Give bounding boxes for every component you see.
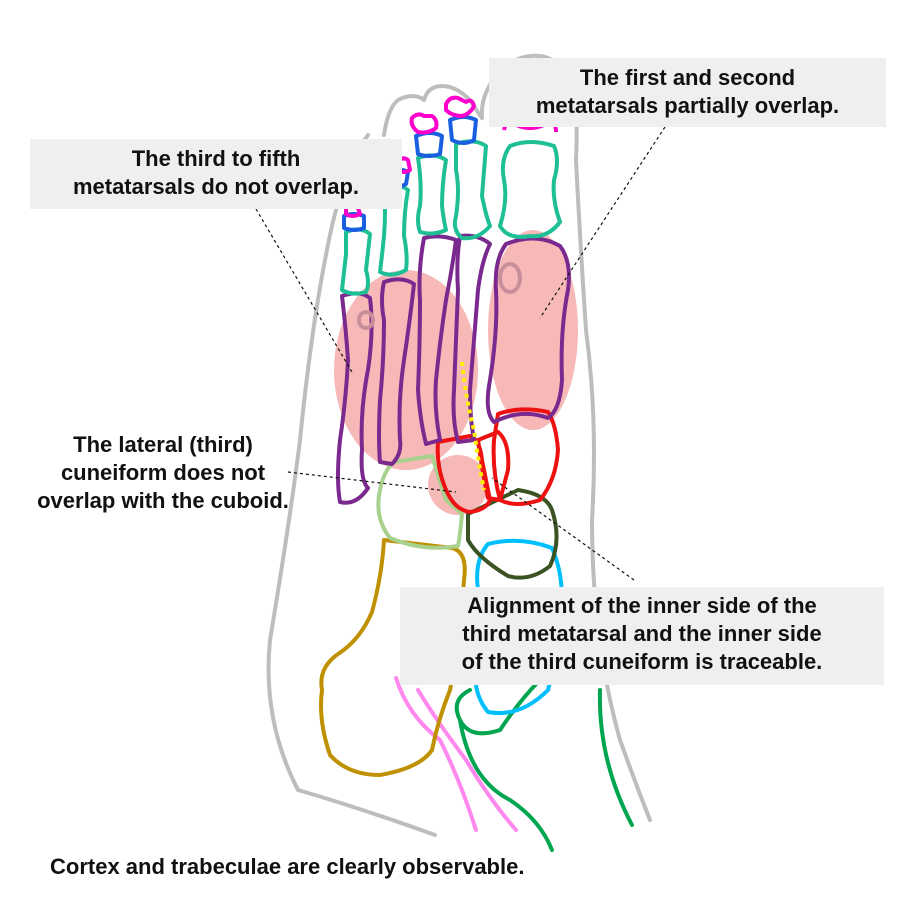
distal-phalanx-2 bbox=[444, 95, 476, 118]
leader-alignment bbox=[491, 477, 635, 581]
middle-phalanx-2 bbox=[448, 115, 478, 145]
metatarsal-1 bbox=[485, 236, 571, 424]
proximal-phalanx-1 bbox=[498, 140, 562, 239]
fibula bbox=[394, 676, 518, 832]
highlight-first-second-metatarsal bbox=[488, 230, 578, 430]
proximal-phalanx-4 bbox=[378, 183, 410, 277]
proximal-phalanx-2 bbox=[452, 139, 492, 241]
sesamoids bbox=[357, 262, 522, 330]
footer-note: Cortex and trabeculae are clearly observ… bbox=[50, 854, 525, 879]
leader-lines bbox=[255, 126, 666, 581]
proximal-phalanges bbox=[340, 139, 562, 296]
cuneiform-medial bbox=[491, 407, 560, 506]
foot-outline-medial bbox=[574, 158, 652, 822]
highlight-lateral-cuneiform bbox=[428, 455, 488, 515]
callout-line: overlap with the cuboid. bbox=[37, 488, 289, 513]
metatarsal-4 bbox=[377, 277, 416, 466]
leader-lateral-cuneiform bbox=[287, 471, 457, 493]
distal-phalanx-3 bbox=[409, 112, 439, 135]
callout-line: The first and second bbox=[579, 65, 796, 90]
sesamoid-medial bbox=[498, 262, 522, 294]
sesamoid-lateral bbox=[357, 310, 375, 330]
cuneiform-intermediate bbox=[476, 430, 511, 502]
leader-first-second bbox=[539, 126, 666, 319]
callout-line: The third to fifth bbox=[131, 146, 301, 171]
leg-bones bbox=[394, 676, 634, 852]
callout-first-second-metatarsals: The first and second metatarsals partial… bbox=[489, 58, 886, 127]
navicular bbox=[466, 488, 559, 580]
callout-lateral-cuneiform: The lateral (third) cuneiform does not o… bbox=[6, 431, 320, 519]
leader-third-fifth bbox=[255, 208, 353, 373]
callout-line: of the third cuneiform is traceable. bbox=[461, 649, 823, 674]
metatarsal-3 bbox=[416, 234, 458, 446]
middle-phalanx-3 bbox=[414, 131, 444, 158]
cuneiforms bbox=[435, 407, 560, 514]
callout-line: The lateral (third) bbox=[73, 432, 253, 457]
tibia bbox=[454, 678, 634, 852]
foot-outline-lateral bbox=[266, 133, 437, 837]
proximal-phalanx-5 bbox=[340, 227, 372, 296]
callout-third-metatarsal-alignment: Alignment of the inner side of the third… bbox=[400, 587, 884, 685]
callout-third-fifth-metatarsals: The third to fifth metatarsals do not ov… bbox=[30, 139, 402, 209]
cuboid bbox=[376, 454, 464, 550]
callout-line: cuneiform does not bbox=[60, 460, 266, 485]
callout-line: Alignment of the inner side of the bbox=[467, 593, 817, 618]
callout-line: metatarsals partially overlap. bbox=[535, 93, 840, 118]
callout-line: third metatarsal and the inner side bbox=[462, 621, 822, 646]
proximal-phalanx-3 bbox=[416, 153, 448, 236]
callout-line: metatarsals do not overlap. bbox=[72, 174, 360, 199]
